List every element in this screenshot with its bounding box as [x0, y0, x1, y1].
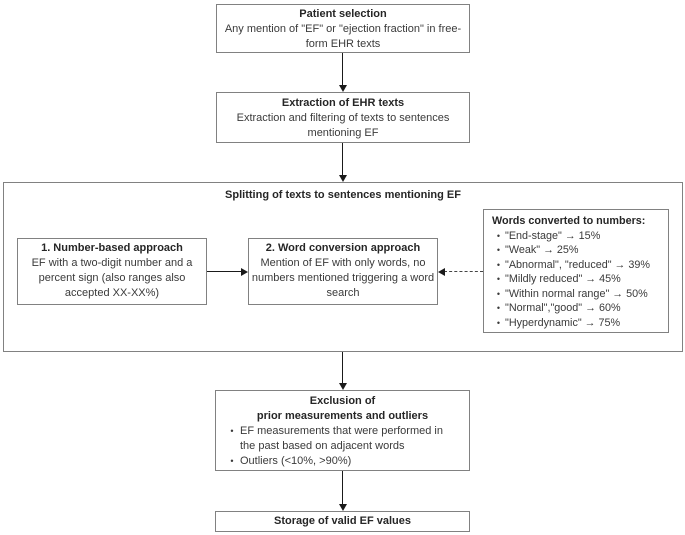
bullet-icon: • [496, 259, 501, 270]
word-map-item-text: "End-stage" → 15% [505, 229, 601, 242]
arrow-head-down-icon [338, 85, 347, 92]
arrow-line [342, 471, 343, 506]
extraction-box: Extraction of EHR texts Extraction and f… [216, 92, 470, 143]
extraction-body: Extraction and filtering of texts to sen… [236, 112, 450, 139]
arrow-head-down-icon [338, 383, 347, 390]
bullet-icon: • [496, 317, 501, 328]
arrow-line [207, 271, 242, 272]
word-map-item: • "Within normal range" → 50% [492, 287, 666, 302]
bullet-icon: • [496, 245, 501, 255]
exclusion-title-line1: Exclusion of [309, 395, 376, 407]
bullet-icon: • [496, 288, 501, 299]
arrow-line [342, 53, 343, 87]
word-map-item: • "End-stage" → 15% [492, 229, 666, 244]
word-map-item: • "Abnormal", "reduced" → 39% [492, 258, 666, 273]
arrow-head-right-icon [241, 267, 248, 276]
exclusion-item: • EF measurements that were performed in… [224, 424, 469, 454]
bullet-icon: • [496, 303, 501, 313]
word-map-item: • "Mildly reduced" → 45% [492, 272, 666, 287]
number-approach-title: 1. Number-based approach [41, 242, 183, 254]
arrow-line [342, 143, 343, 177]
word-map-title: Words converted to numbers: [492, 215, 646, 227]
patient-selection-box: Patient selection Any mention of "EF" or… [216, 4, 470, 53]
number-approach-box: 1. Number-based approach EF with a two-d… [17, 238, 207, 305]
dashed-arrow-map-to-word [438, 267, 483, 276]
word-map-item: • "Normal","good" → 60% [492, 301, 666, 316]
word-map-list: • "End-stage" → 15% • "Weak" → 25% • "Ab… [492, 229, 666, 331]
flow-arrow-down-3 [338, 352, 347, 390]
patient-selection-body: Any mention of "EF" or "ejection fractio… [224, 23, 462, 50]
exclusion-box: Exclusion of prior measurements and outl… [215, 390, 470, 471]
exclusion-item-text: Outliers (<10%, >90%) [240, 455, 352, 467]
word-map-box: Words converted to numbers: • "End-stage… [483, 209, 669, 333]
extraction-title: Extraction of EHR texts [281, 97, 405, 109]
bullet-icon: • [230, 456, 234, 466]
word-map-item-text: "Mildly reduced" → 45% [505, 273, 621, 285]
flow-arrow-down-2 [338, 143, 347, 182]
word-map-item-text: "Normal","good" → 60% [505, 302, 621, 314]
word-map-item-text: "Hyperdynamic" → 75% [505, 316, 621, 329]
storage-box: Storage of valid EF values [215, 511, 470, 532]
bullet-icon: • [496, 274, 501, 284]
bullet-icon: • [496, 230, 501, 241]
storage-title: Storage of valid EF values [274, 515, 411, 527]
exclusion-item-text: EF measurements that were performed in t… [240, 425, 443, 452]
exclusion-item: • Outliers (<10%, >90%) [224, 454, 469, 469]
word-map-item: • "Hyperdynamic" → 75% [492, 316, 666, 331]
arrow-number-to-word [207, 267, 248, 276]
flow-arrow-down-1 [338, 53, 347, 92]
patient-selection-title: Patient selection [299, 8, 387, 20]
word-approach-body: Mention of EF with only words, no number… [251, 257, 435, 299]
word-map-item: • "Weak" → 25% [492, 243, 666, 258]
bullet-icon: • [230, 426, 234, 436]
word-map-item-text: "Within normal range" → 50% [505, 287, 648, 300]
arrow-head-down-icon [338, 504, 347, 511]
number-approach-body: EF with a two-digit number and a percent… [31, 257, 193, 299]
word-map-item-text: "Weak" → 25% [505, 244, 579, 256]
arrow-head-down-icon [338, 175, 347, 182]
word-map-item-text: "Abnormal", "reduced" → 39% [505, 258, 650, 271]
exclusion-list: • EF measurements that were performed in… [216, 424, 469, 469]
splitting-container: Splitting of texts to sentences mentioni… [3, 182, 683, 352]
arrow-line [342, 352, 343, 385]
word-approach-box: 2. Word conversion approach Mention of E… [248, 238, 438, 305]
arrow-head-left-icon [438, 267, 445, 276]
flow-arrow-down-4 [338, 471, 347, 511]
dashed-arrow-line [444, 271, 483, 272]
word-approach-title: 2. Word conversion approach [265, 242, 421, 254]
splitting-title: Splitting of texts to sentences mentioni… [225, 189, 461, 201]
exclusion-title-line2: prior measurements and outliers [256, 410, 429, 422]
